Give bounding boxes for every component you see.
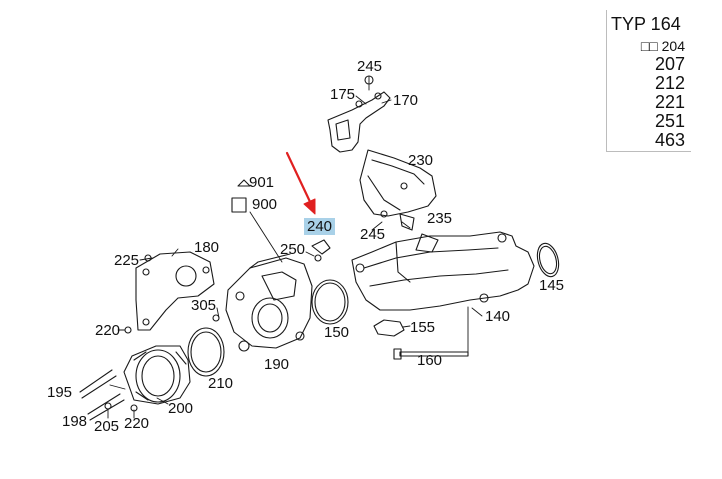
callout-198[interactable]: 198 [62,413,88,430]
oring-210 [187,327,225,377]
callout-305[interactable]: 305 [191,297,217,314]
callout-175[interactable]: 175 [330,86,356,103]
type-model-1: □□ 204 [640,38,685,54]
upper-bracket [327,75,391,153]
callout-230[interactable]: 230 [408,152,434,169]
model-type-table: TYP 164 □□ 204 207 212 221 251 463 [606,10,691,152]
type-model-5: 251 [654,111,685,131]
callout-225[interactable]: 225 [114,252,140,269]
bracket-180 [135,251,215,331]
callout-245-top[interactable]: 245 [357,58,383,75]
callout-250[interactable]: 250 [280,241,306,258]
leader-lines [107,75,483,419]
callout-190[interactable]: 190 [264,356,290,373]
callout-210[interactable]: 210 [208,375,234,392]
type-model-6: 463 [654,130,685,150]
long-bolts [79,369,125,421]
callout-205[interactable]: 205 [94,418,120,435]
callout-220-left[interactable]: 220 [95,322,121,339]
throttle-body [225,179,313,352]
callout-170[interactable]: 170 [393,92,419,109]
callout-140[interactable]: 140 [485,308,511,325]
type-model-4: 221 [654,92,685,112]
callout-160[interactable]: 160 [417,352,443,369]
callout-195[interactable]: 195 [47,384,73,401]
callout-901[interactable]: 901 [249,174,275,191]
callout-240-selected[interactable]: 240 [304,218,336,235]
callout-155[interactable]: 155 [410,319,436,336]
type-model-3: 212 [654,73,685,93]
gasket-145 [536,242,560,278]
callout-900[interactable]: 900 [252,196,278,213]
callout-150[interactable]: 150 [324,324,350,341]
bolt-160 [393,348,469,360]
flap-housing-200 [123,345,191,405]
small-bolts [124,254,220,412]
callout-245-mid[interactable]: 245 [360,226,386,243]
callout-220-bottom[interactable]: 220 [124,415,150,432]
egr-housing [359,149,437,231]
gasket-155 [373,319,405,337]
selection-arrow [285,151,316,215]
intake-manifold [351,231,535,311]
callout-200[interactable]: 200 [168,400,194,417]
sensor-240 [311,239,331,262]
callout-145[interactable]: 145 [539,277,565,294]
callout-180[interactable]: 180 [194,239,220,256]
callout-235[interactable]: 235 [427,210,453,227]
oring-150 [311,279,349,325]
type-model-2: 207 [654,54,685,74]
type-table-title: TYP 164 [611,14,681,34]
